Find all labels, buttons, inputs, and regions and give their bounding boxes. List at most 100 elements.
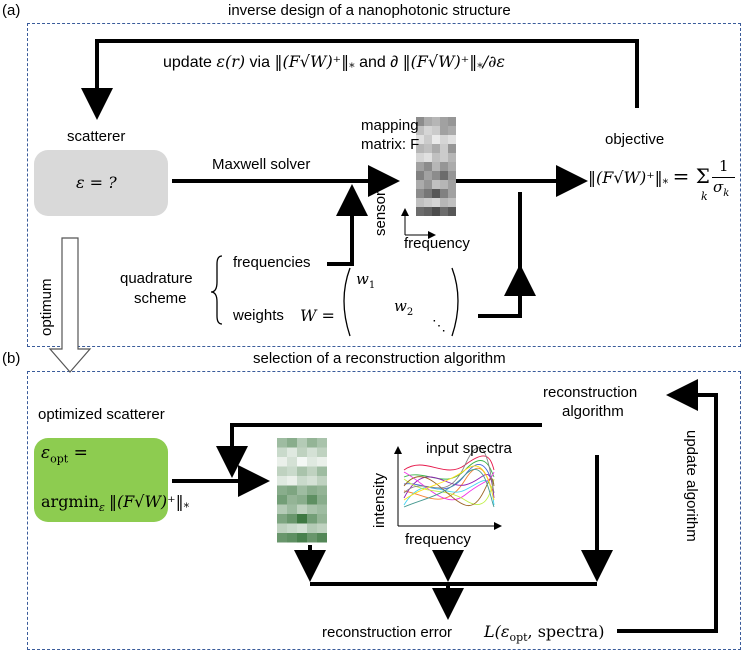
scatterer-label: scatterer — [67, 128, 126, 145]
matrix-cell — [416, 189, 424, 198]
matrix-cell — [448, 153, 456, 162]
matrix-cell — [440, 153, 448, 162]
eps-r: ε(r) — [216, 52, 246, 71]
matrix-cell — [416, 135, 424, 144]
update-formula: update ε(r) via ‖(F√W)⁺‖* and ∂ ‖(F√W)⁺‖… — [163, 52, 505, 75]
sensor-label: sensor — [372, 190, 389, 236]
optimum-hollow-arrow — [48, 237, 92, 373]
matrix-cell — [424, 153, 432, 162]
matrix-cell — [307, 438, 317, 448]
matrix-cell — [317, 495, 327, 505]
matrix-cell — [287, 457, 297, 467]
quadrature-brace — [210, 255, 223, 325]
matrix-cell — [440, 180, 448, 189]
matrix-cell — [297, 504, 307, 514]
spectrum-curve — [403, 447, 495, 494]
optimized-scatterer-box — [34, 438, 168, 522]
scatterer-box — [34, 150, 168, 216]
matrix-cell — [307, 523, 317, 533]
matrix-cell — [432, 162, 440, 171]
weights-paren-left — [343, 267, 351, 337]
scatterer-expr: ε = ? — [76, 173, 117, 192]
matrix-cell — [416, 126, 424, 135]
matrix-cell — [277, 438, 287, 448]
matrix-cell — [424, 135, 432, 144]
matrix-cell — [448, 135, 456, 144]
matrix-cell — [416, 180, 424, 189]
matrix-cell — [424, 144, 432, 153]
matrix-cell — [287, 523, 297, 533]
weights-arrow — [478, 192, 522, 318]
matrix-cell — [277, 523, 287, 533]
matrix-cell — [317, 485, 327, 495]
weight-dots: ⋱ — [432, 318, 446, 334]
matrix-cell — [307, 514, 317, 524]
matrix-cell — [297, 523, 307, 533]
matrix-cell — [432, 117, 440, 126]
matrix-cell — [317, 447, 327, 457]
argmin-expr: argminε‖(F√W)⁺‖* — [41, 492, 190, 515]
matrix-cell — [416, 162, 424, 171]
matrix-cell — [432, 126, 440, 135]
matrix-cell — [416, 117, 424, 126]
mapping-label-2: matrix: F — [361, 136, 420, 153]
matrix-cell — [432, 180, 440, 189]
matrix-cell — [440, 162, 448, 171]
matrix-cell — [448, 144, 456, 153]
panel-b-frame — [27, 371, 741, 650]
nuclear-norm-1: ‖(F√W)⁺‖ — [274, 52, 350, 71]
loss-expr: L(εopt, spectra) — [484, 622, 605, 645]
matrix-cell — [277, 495, 287, 505]
matrix-cell — [317, 514, 327, 524]
matrix-cell — [416, 198, 424, 207]
matrix-cell — [317, 438, 327, 448]
algorithm-to-matrix-arrow — [216, 423, 542, 478]
matrix-cell — [317, 476, 327, 486]
frequencies-arrow — [327, 184, 368, 266]
objective-sum-index: k — [701, 190, 708, 203]
objective-formula: ‖(F√W)⁺‖* = Σ — [588, 164, 710, 191]
panel-b-label: (b) — [2, 350, 21, 367]
matrix-cell — [277, 476, 287, 486]
matrix-cell — [440, 171, 448, 180]
matrix-cell — [432, 189, 440, 198]
spectrum-curve — [403, 468, 495, 508]
matrix-cell — [432, 144, 440, 153]
reconstruction-algorithm-label-1: reconstruction — [543, 384, 638, 401]
update-algorithm-label: update algorithm — [683, 430, 700, 542]
matrix-cell — [416, 144, 424, 153]
objective-numerator: 1 — [719, 157, 729, 175]
spectra-axes — [394, 446, 502, 530]
sensor-frequency-axes — [401, 208, 436, 239]
matrix-cell — [287, 466, 297, 476]
panel-b-title: selection of a reconstruction algorithm — [253, 350, 506, 367]
matrix-cell — [287, 514, 297, 524]
matrix-cell — [277, 447, 287, 457]
matrix-cell — [424, 117, 432, 126]
matrix-cell — [424, 198, 432, 207]
matrix-frequency-label: frequency — [404, 235, 470, 252]
matrix-cell — [432, 207, 440, 216]
matrix-cell — [287, 447, 297, 457]
matrix-cell — [297, 466, 307, 476]
matrix-cell — [424, 189, 432, 198]
matrix-cell — [448, 162, 456, 171]
matrix-cell — [416, 153, 424, 162]
matrix-cell — [440, 135, 448, 144]
matrix-cell — [432, 135, 440, 144]
matrix-cell — [448, 126, 456, 135]
intensity-label: intensity — [371, 472, 388, 528]
spectrum-curve — [403, 478, 495, 506]
matrix-cell — [448, 180, 456, 189]
matrix-cell — [448, 171, 456, 180]
matrix-cell — [424, 126, 432, 135]
optimum-label: optimum — [38, 278, 55, 336]
quadrature-label-1: quadrature — [120, 270, 193, 287]
matrix-cell — [317, 457, 327, 467]
frequencies-label: frequencies — [233, 254, 311, 271]
matrix-cell — [317, 533, 327, 543]
matrix-cell — [297, 533, 307, 543]
eps-opt-expr: εopt = — [41, 443, 88, 466]
matrix-cell — [307, 504, 317, 514]
matrix-cell — [277, 514, 287, 524]
